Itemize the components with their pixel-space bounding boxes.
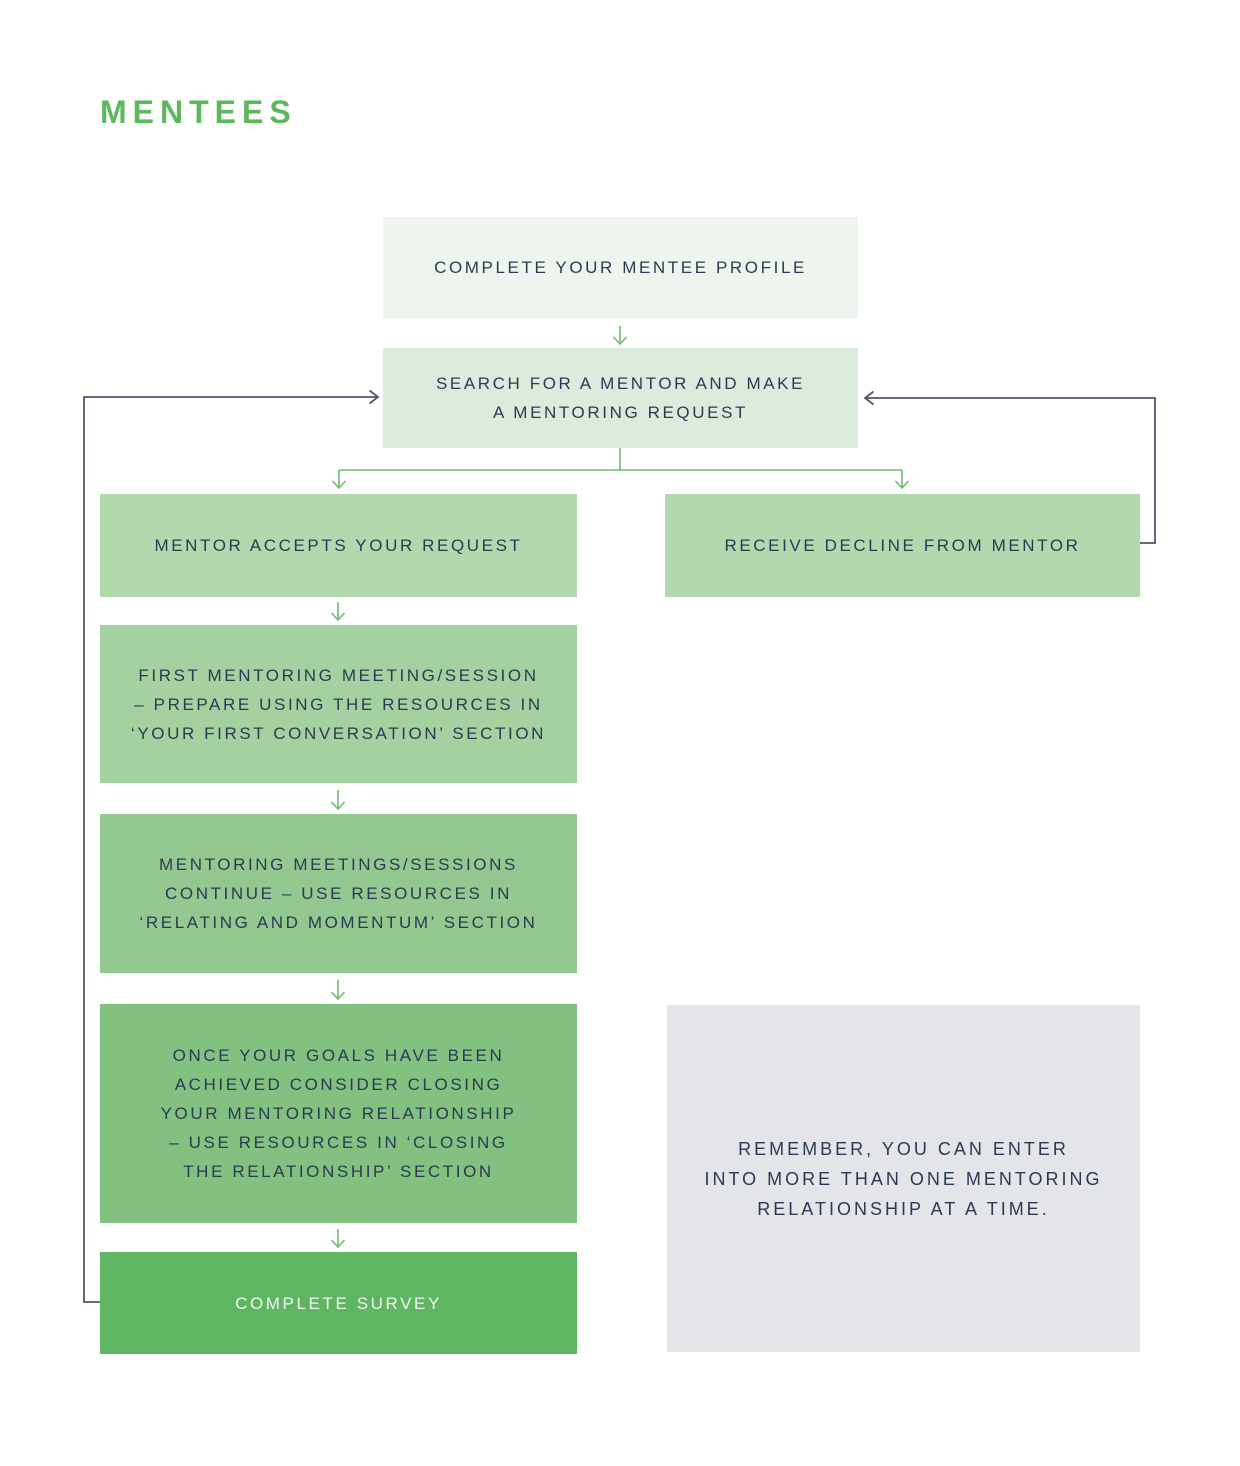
node-mentor-accepts-label: MENTOR ACCEPTS YOUR REQUEST [154, 536, 523, 555]
node-close-relationship: ONCE YOUR GOALS HAVE BEEN ACHIEVED CONSI… [100, 1004, 577, 1223]
node-first-meeting: FIRST MENTORING MEETING/SESSION – PREPAR… [100, 625, 577, 783]
node-complete-profile: COMPLETE YOUR MENTEE PROFILE [383, 217, 858, 318]
note-remember: REMEMBER, YOU CAN ENTER INTO MORE THAN O… [667, 1005, 1140, 1352]
node-meetings-continue-label: MENTORING MEETINGS/SESSIONS CONTINUE – U… [139, 855, 538, 932]
node-complete-profile-label: COMPLETE YOUR MENTEE PROFILE [434, 258, 807, 277]
node-receive-decline: RECEIVE DECLINE FROM MENTOR [665, 494, 1140, 597]
node-search-for-mentor: SEARCH FOR A MENTOR AND MAKE A MENTORING… [383, 348, 858, 448]
node-mentor-accepts: MENTOR ACCEPTS YOUR REQUEST [100, 494, 577, 597]
node-search-for-mentor-label: SEARCH FOR A MENTOR AND MAKE A MENTORING… [435, 374, 806, 422]
page-title: MENTEES [100, 94, 297, 130]
node-first-meeting-label: FIRST MENTORING MEETING/SESSION – PREPAR… [130, 665, 547, 743]
node-receive-decline-label: RECEIVE DECLINE FROM MENTOR [724, 536, 1081, 555]
branch-search-to-accept-and-decline [331, 448, 910, 490]
arrow-accept-to-first-meeting [330, 602, 346, 622]
node-close-relationship-label: ONCE YOUR GOALS HAVE BEEN ACHIEVED CONSI… [160, 1046, 517, 1181]
loop-decline-to-search [863, 390, 1156, 544]
node-meetings-continue: MENTORING MEETINGS/SESSIONS CONTINUE – U… [100, 814, 577, 973]
node-complete-survey: COMPLETE SURVEY [100, 1252, 577, 1354]
loop-survey-to-search [83, 389, 380, 1303]
arrow-close-to-survey [330, 1229, 346, 1249]
arrow-continue-to-close [330, 980, 346, 1001]
arrow-profile-to-search [612, 326, 628, 346]
node-complete-survey-label: COMPLETE SURVEY [235, 1293, 442, 1313]
note-remember-label: REMEMBER, YOU CAN ENTER INTO MORE THAN O… [704, 1138, 1103, 1219]
arrow-first-to-continue [330, 790, 346, 811]
